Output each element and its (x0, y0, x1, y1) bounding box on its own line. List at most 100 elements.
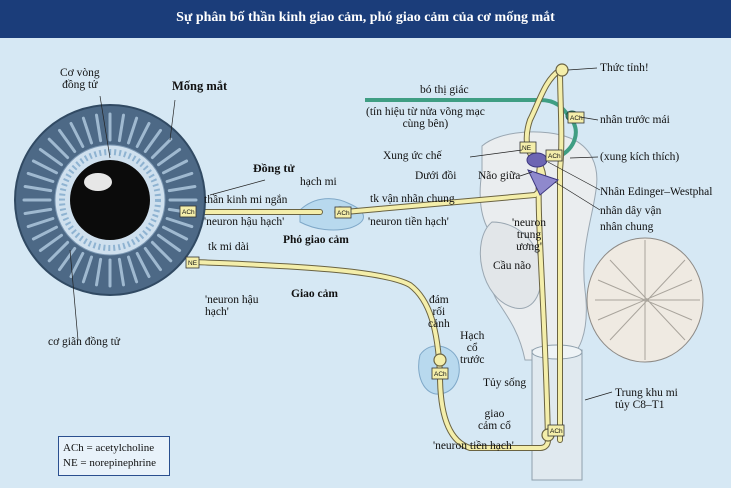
iris-ray (31, 159, 58, 175)
iris-ray (23, 207, 53, 215)
iris-ray (150, 240, 173, 263)
label-dilator-muscle: cơ giãn đồng tử (48, 336, 121, 348)
iris-ray (38, 233, 63, 252)
label-carotid-plexus-line3: cảnh (428, 318, 450, 331)
label-central-neuron-line1: 'neuron (512, 217, 547, 229)
label-circular-muscle-line2: đồng tử (62, 79, 98, 92)
iris-ray (143, 128, 162, 153)
label-cervical-sympathetic: giao cảm cổ (478, 408, 511, 432)
iris-ray (167, 185, 197, 193)
iris-ray (47, 137, 70, 160)
label-ciliospinal-center-line2: tủy C8–T1 (615, 399, 665, 412)
label-sympathetic: Giao cảm (291, 288, 338, 300)
label-superior-cervical-ganglion-line2: cổ (466, 342, 478, 355)
label-ciliospinal-center-line1: Trung khu mi (615, 387, 678, 399)
label-postganglionic-2-line2: hạch' (205, 306, 229, 319)
label-carotid-plexus-line2: rối (432, 306, 446, 319)
diagram-title: Sự phân bố thần kinh giao cảm, phó giao … (176, 10, 555, 25)
iris-ray (135, 121, 151, 148)
iris-ray (135, 252, 151, 279)
label-central-neuron-line2: trung (516, 229, 542, 242)
pons-shape (479, 221, 542, 309)
label-oculomotor-nucleus-line1: nhân dây vận (600, 205, 662, 217)
label-parasympathetic: Phó giao cảm (283, 234, 349, 246)
label-pons: Cầu não (493, 260, 532, 272)
label-superior-cervical-ganglion-line1: Hạch (460, 330, 485, 342)
label-signal-line1: (tín hiệu từ nửa võng mạc (366, 106, 485, 118)
iris-ray (95, 257, 103, 287)
iris-ray (47, 240, 70, 263)
iris-ray (26, 217, 55, 229)
iris-ray (143, 247, 162, 272)
iris-rays (22, 112, 198, 288)
legend-ach: ACh = acetylcholine (63, 442, 155, 454)
iris-ray (162, 159, 189, 175)
iris-ray (127, 255, 139, 284)
tag-ach-midbrain: ACh (548, 153, 561, 160)
iris-ray (127, 116, 139, 145)
iris-ray (23, 185, 53, 193)
label-central-neuron: 'neuron trung ương' (512, 217, 546, 253)
label-pupil: Đồng tử (253, 161, 295, 175)
label-oculomotor-nerve: tk vận nhãn chung (370, 193, 455, 205)
iris-ray (157, 233, 182, 252)
iris-ray (117, 257, 125, 287)
tag-ach-cervical: ACh (434, 371, 447, 378)
iris-ray (165, 217, 194, 229)
label-ciliary-ganglion: hạch mi (300, 176, 337, 188)
legend-box: ACh = acetylcholine NE = norepinephrine (58, 436, 170, 476)
label-central-neuron-line3: ương' (516, 241, 542, 254)
nerve-paths (188, 68, 564, 450)
tag-ne-midbrain: NE (522, 145, 532, 152)
iris-ray (157, 148, 182, 167)
label-spinal-cord: Tủy sống (483, 377, 527, 389)
iris-ray (95, 113, 103, 143)
label-superior-cervical-ganglion-line3: trước (460, 354, 485, 367)
leader-lines (69, 67, 613, 401)
label-long-ciliary-nerve: tk mi dài (208, 241, 249, 253)
iris-ray (150, 137, 173, 160)
label-carotid-plexus: đám rối cảnh (428, 294, 450, 330)
label-ciliospinal-center: Trung khu mi tủy C8–T1 (615, 387, 678, 411)
tag-ne-eye: NE (188, 260, 198, 267)
tag-ach-spinal: ACh (550, 428, 563, 435)
label-postganglionic-2-line1: 'neuron hậu (205, 294, 259, 306)
iris-ray (81, 255, 93, 284)
label-excitatory-impulse: (xung kích thích) (600, 151, 680, 163)
label-preganglionic-2: 'neuron tiền hạch' (433, 440, 514, 452)
label-pretectal-nucleus: nhân trước mái (600, 114, 670, 126)
label-preganglionic-1: 'neuron tiền hạch' (368, 216, 449, 228)
label-circular-muscle: Cơ vòng đồng tử (60, 67, 100, 91)
label-circular-muscle-line1: Cơ vòng (60, 67, 100, 79)
legend-ne: NE = norepinephrine (63, 456, 156, 469)
iris-ray (58, 128, 77, 153)
iris-ray (31, 225, 58, 241)
label-cervical-sympathetic-line2: cảm cổ (478, 420, 511, 433)
label-midbrain: Não giữa (478, 170, 521, 182)
label-carotid-plexus-line1: đám (428, 294, 449, 306)
label-superior-cervical-ganglion: Hạch cổ trước (460, 330, 484, 366)
label-inhibitory-impulse: Xung ức chế (383, 150, 442, 162)
label-short-ciliary-nerve: thần kinh mi ngắn (204, 194, 288, 206)
label-edinger-westphal: Nhân Edinger–Westphal (600, 186, 713, 198)
edinger-westphal-nucleus (526, 152, 548, 168)
label-signal: (tín hiệu từ nửa võng mạc cùng bên) (366, 106, 485, 130)
label-hypothalamus: Dưới đồi (415, 170, 457, 182)
iris-ray (38, 148, 63, 167)
iris-ray (162, 225, 189, 241)
iris-ray (26, 171, 55, 183)
iris-ray (69, 121, 85, 148)
label-oculomotor-nucleus-line2: nhân chung (600, 221, 654, 234)
label-arousal: Thức tỉnh! (600, 62, 649, 74)
ciliary-ganglion-shape (299, 198, 364, 231)
iris-ray (165, 171, 194, 183)
oculomotor-nucleus (527, 169, 560, 196)
label-postganglionic-2: 'neuron hậu hạch' (205, 294, 259, 318)
tag-ach-pretectal: ACh (570, 115, 583, 122)
tag-ach-eye: ACh (182, 209, 195, 216)
iris-ray (81, 116, 93, 145)
label-postganglionic-1: 'neuron hậu hạch' (204, 216, 285, 228)
iris-ray (58, 247, 77, 272)
